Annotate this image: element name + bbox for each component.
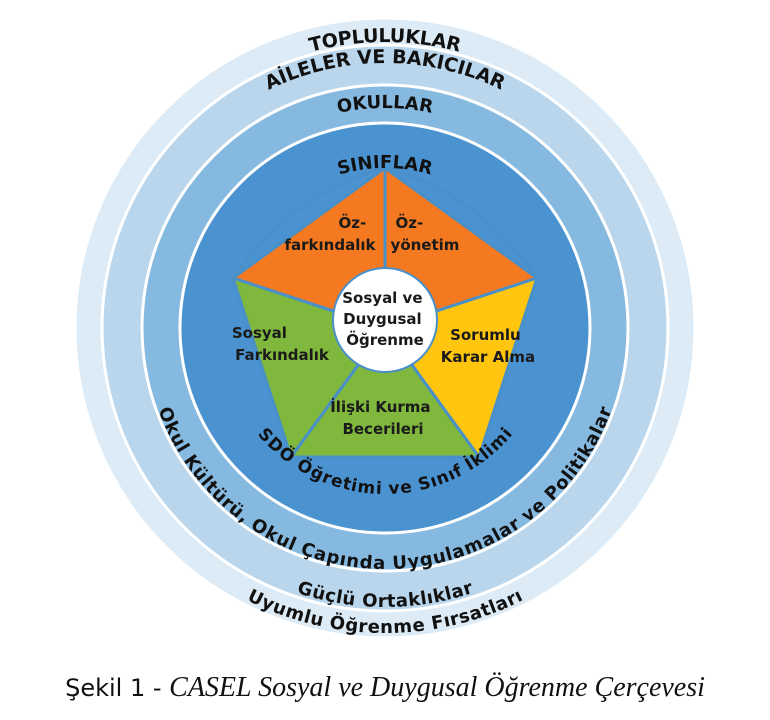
svg-text:Sorumlu Karar Alma: Sorumlu Karar Alma: [441, 326, 535, 366]
label-relationship-skills-line2: Becerileri: [342, 420, 423, 438]
center-label-line1: Sosyal ve: [342, 289, 422, 307]
label-social-awareness-line2: Farkındalık: [235, 346, 330, 364]
label-decision-making-line1: Sorumlu: [450, 326, 521, 344]
caption-prefix: Şekil 1 -: [65, 674, 170, 702]
segment-self-awareness-arc: [231, 166, 386, 279]
casel-framework-diagram: SINIFLAR OKULLAR AİLELER VE BAKICILAR SD…: [73, 16, 697, 640]
center-label-line3: Öğrenme: [346, 330, 424, 349]
svg-text:Öz- yönetim: Öz- yönetim: [391, 213, 460, 254]
svg-text:Sosyal Farkındalık: Sosyal Farkındalık: [232, 324, 330, 364]
label-self-management-line2: yönetim: [391, 236, 460, 254]
label-decision-making-line2: Karar Alma: [441, 348, 535, 366]
label-self-awareness-line1: Öz-: [339, 213, 367, 232]
caption-text: CASEL Sosyal ve Duygusal Öğrenme Çerçeve…: [169, 672, 705, 703]
center-circle: [332, 267, 438, 373]
figure-caption: Şekil 1 - CASEL Sosyal ve Duygusal Öğren…: [0, 672, 770, 704]
svg-text:Öz- farkındalık: Öz- farkındalık: [285, 213, 377, 254]
center-label-line2: Duygusal: [343, 310, 422, 328]
svg-text:Sosyal ve Duygusal Öğr: Sosyal ve Duygusal Öğrenme: [342, 289, 428, 349]
label-relationship-skills-line1: İlişki Kurma: [330, 397, 430, 416]
segment-self-management-arc: [384, 166, 539, 279]
label-self-awareness-line2: farkındalık: [285, 236, 377, 254]
svg-text:İlişki Kurma Becerileri: İlişki Kurma Becerileri: [330, 397, 436, 438]
label-social-awareness-line1: Sosyal: [232, 324, 287, 342]
label-self-management-line1: Öz-: [396, 213, 424, 232]
